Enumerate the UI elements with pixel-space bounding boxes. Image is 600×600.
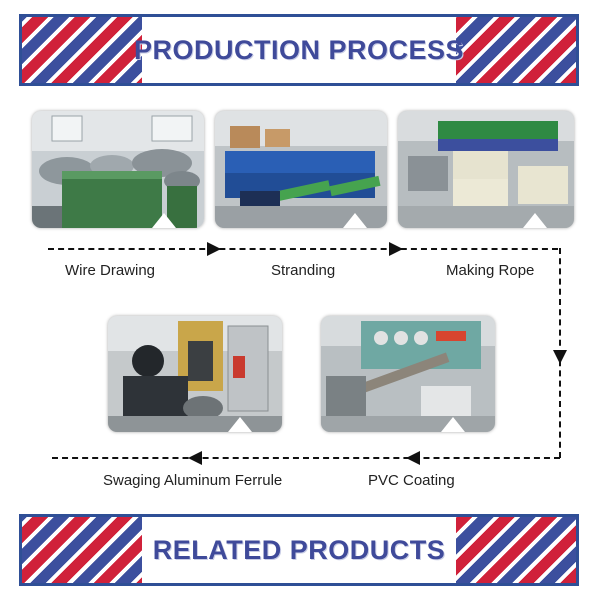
step-label-swaging: Swaging Aluminum Ferrule [103,472,283,489]
footer-title-panel: RELATED PRODUCTS [142,517,456,583]
arrow-down-icon [553,350,567,364]
wire-drawing-image [32,111,204,228]
photo-tail [523,213,547,228]
photo-stranding [215,111,387,228]
footer-title: RELATED PRODUCTS [152,534,446,565]
step-label-stranding: Stranding [271,262,336,279]
header-banner: PRODUCTION PROCESS [19,14,579,86]
photo-tail [441,417,465,432]
header-title: PRODUCTION PROCESS [133,34,465,65]
step-label-pvc-coating: PVC Coating [368,472,455,489]
photo-making-rope [398,111,574,228]
photo-tail [152,213,176,228]
arrow-right-icon [207,242,221,256]
making-rope-image [398,111,574,228]
step-label-making-rope: Making Rope [446,262,535,279]
arrow-right-icon [389,242,403,256]
pvc-coating-image [321,316,495,432]
header-title-panel: PRODUCTION PROCESS [134,17,464,83]
photo-tail [228,417,252,432]
step-label-wire-drawing: Wire Drawing [65,262,156,279]
footer-banner: RELATED PRODUCTS [19,514,579,586]
flow-line-bottom [52,457,560,459]
photo-pvc-coating [321,316,495,432]
stranding-image [215,111,387,228]
arrow-left-icon [406,451,420,465]
arrow-left-icon [188,451,202,465]
photo-tail [343,213,367,228]
flow-line-top [48,248,558,250]
photo-swaging [108,316,282,432]
photo-wire-drawing [32,111,204,228]
swaging-image [108,316,282,432]
